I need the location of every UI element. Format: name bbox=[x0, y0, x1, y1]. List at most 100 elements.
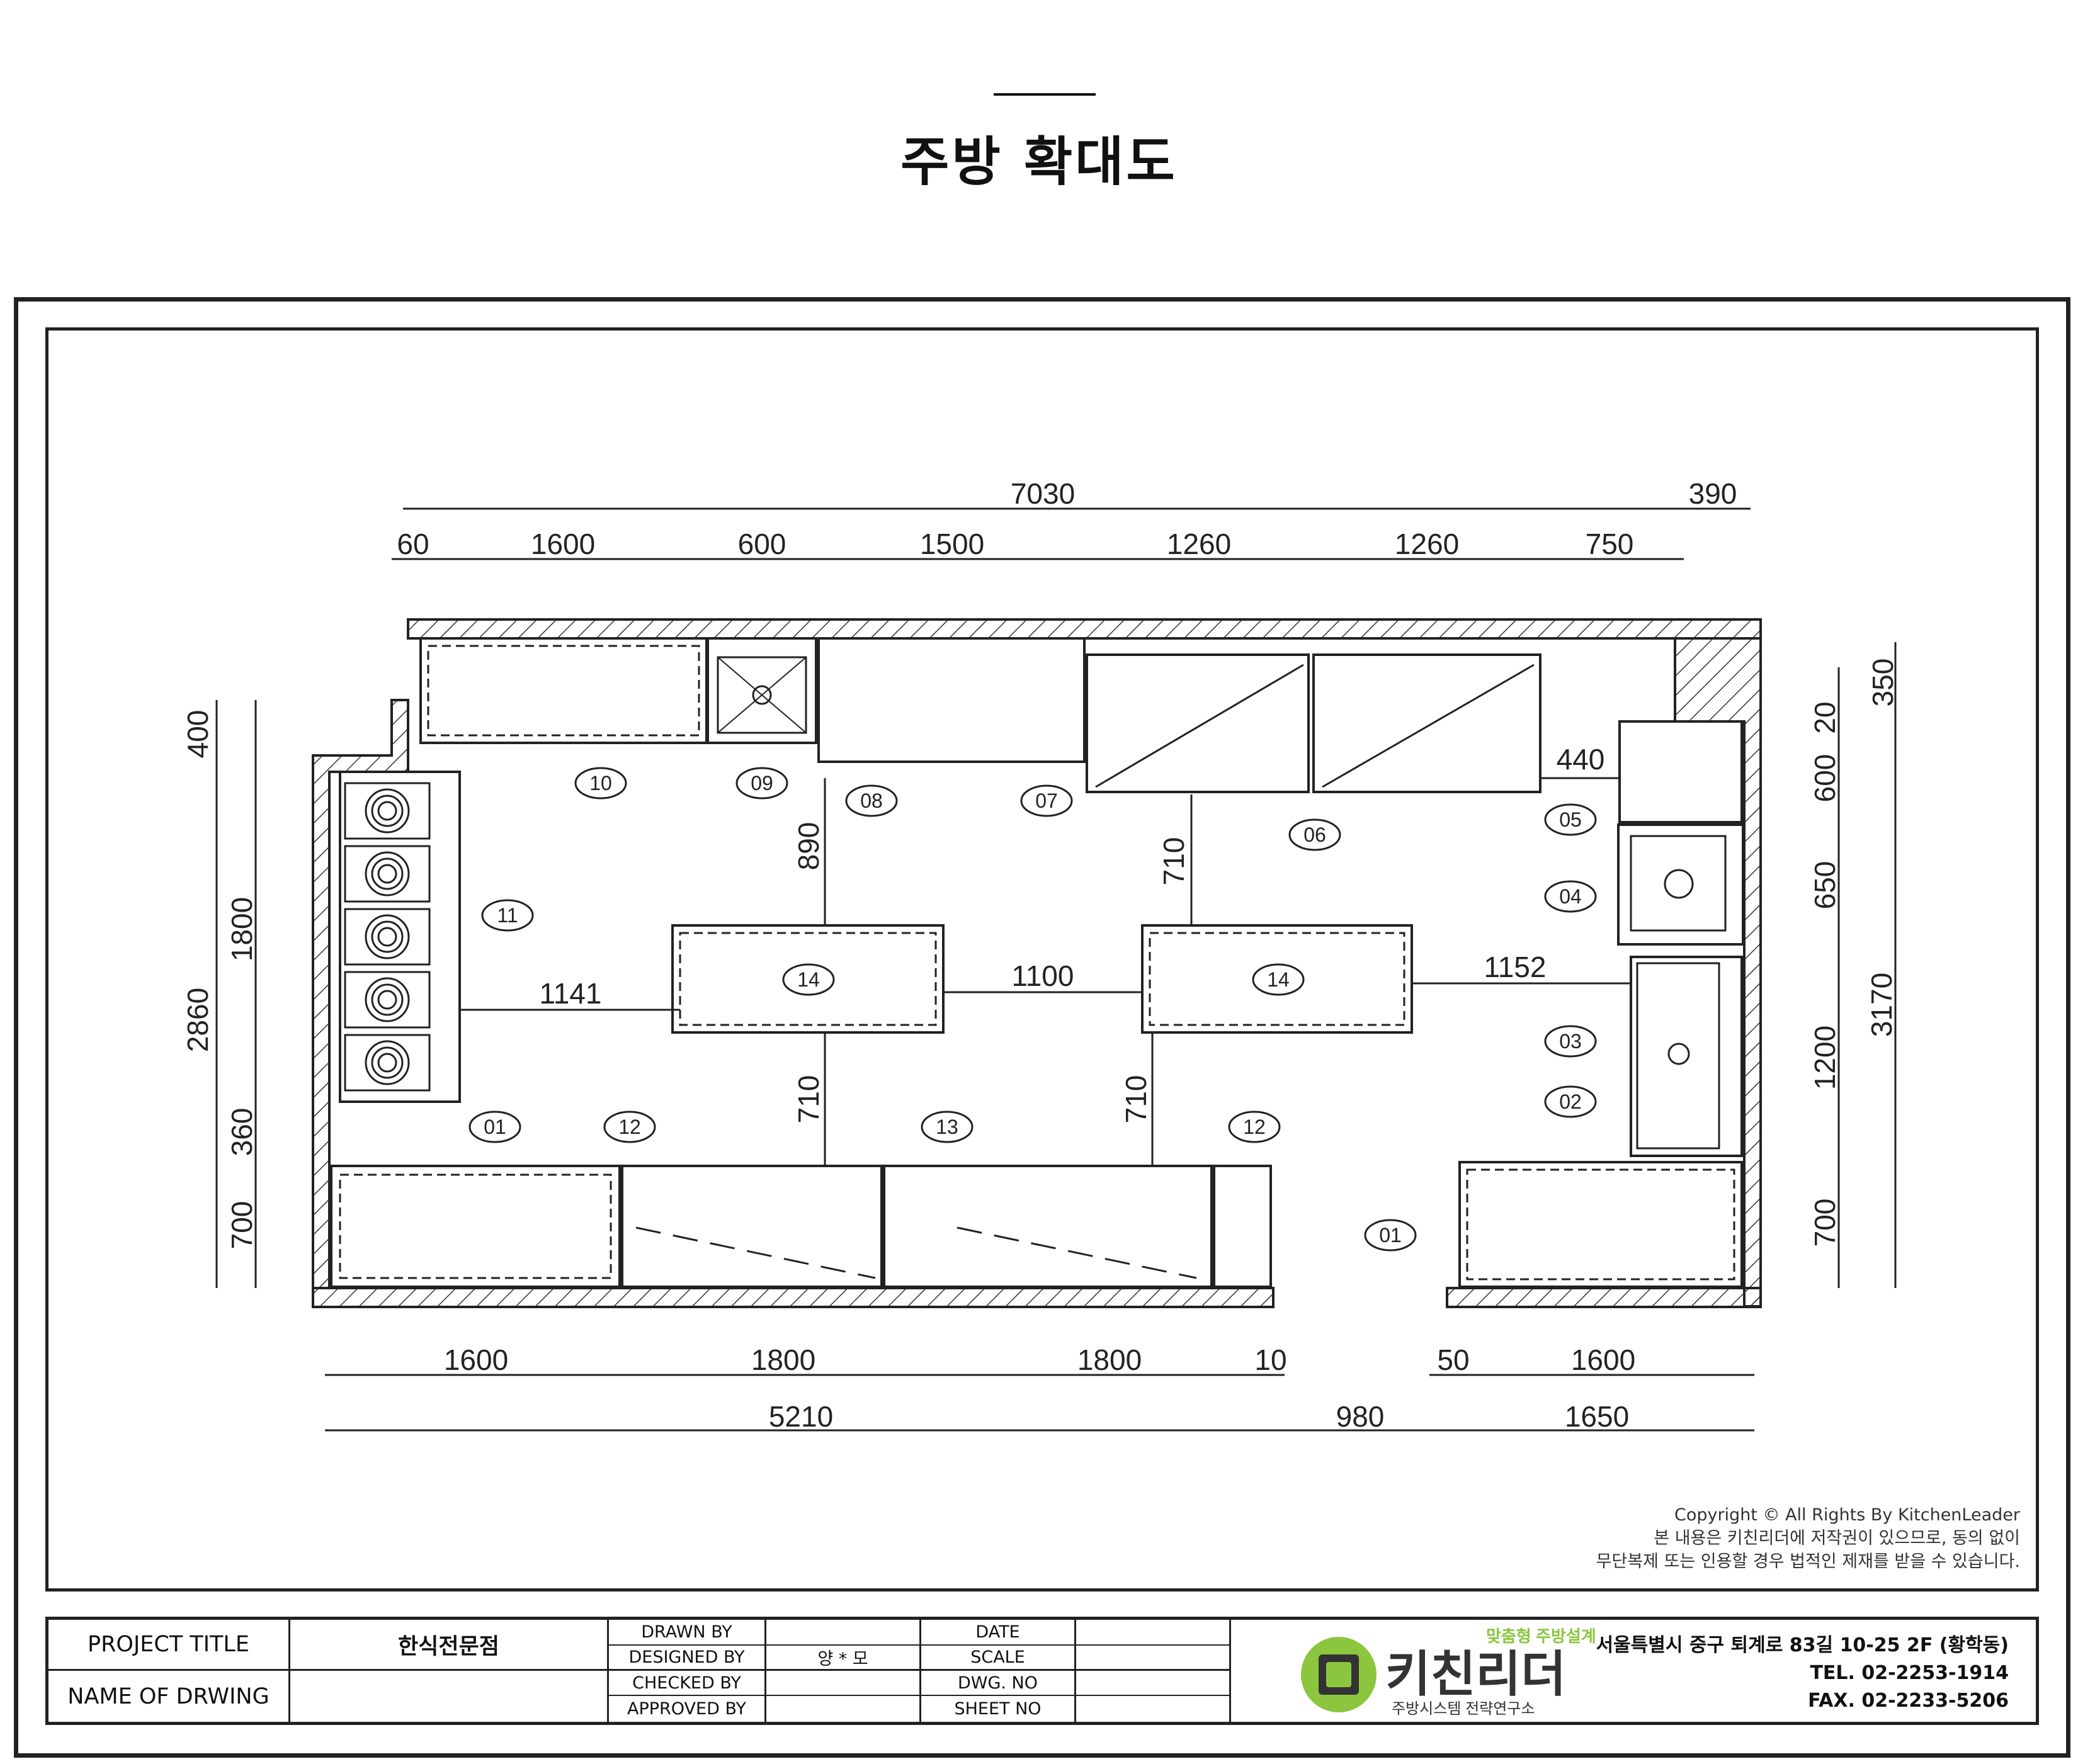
dim-980: 980 bbox=[1336, 1400, 1385, 1433]
dim-50-bottom: 50 bbox=[1437, 1343, 1469, 1376]
dim-400-left: 400 bbox=[181, 710, 214, 759]
equipment-tag-bubble bbox=[1544, 1085, 1597, 1118]
equip-06-fridge-a bbox=[1086, 653, 1310, 793]
burner-ring-icon bbox=[377, 990, 397, 1010]
equip-05-table bbox=[1618, 720, 1743, 823]
equip-01-worktable-left bbox=[330, 1165, 621, 1288]
burner-ring-icon bbox=[371, 920, 404, 953]
logo-wordmark: 키친리더 bbox=[1385, 1646, 1566, 1702]
equipment-tag-label: 14 bbox=[1267, 968, 1290, 991]
burner-unit bbox=[344, 971, 431, 1029]
wall-bottom-left bbox=[312, 1287, 1275, 1308]
dim-1800-bottom-b: 1800 bbox=[1077, 1343, 1142, 1376]
drawn-by-label: DRAWN BY bbox=[609, 1620, 766, 1646]
project-title-label: PROJECT TITLE bbox=[48, 1620, 290, 1671]
equipment-tag-bubble bbox=[1544, 803, 1597, 836]
equipment-tag-label: 13 bbox=[936, 1116, 958, 1138]
burner-ring-icon bbox=[365, 914, 410, 959]
dim-60: 60 bbox=[397, 528, 429, 560]
burner-unit bbox=[344, 782, 431, 840]
burner-ring-icon bbox=[377, 1053, 397, 1073]
dim-10-bottom: 10 bbox=[1254, 1343, 1286, 1376]
company-address: 서울특별시 중구 퇴계로 83길 10-25 2F (황학동) bbox=[1596, 1634, 2009, 1656]
sheet-no-value bbox=[1076, 1696, 1231, 1722]
equip-12-fridge-c bbox=[1213, 1165, 1272, 1288]
equipment-tag-bubble bbox=[1544, 880, 1597, 913]
dim-2860-left: 2860 bbox=[181, 988, 214, 1052]
page-title: 주방 확대도 bbox=[900, 131, 1178, 193]
checked-by-label: CHECKED BY bbox=[609, 1671, 766, 1696]
burner-ring-icon bbox=[377, 927, 397, 947]
dim-360-left: 360 bbox=[225, 1108, 258, 1156]
burner-ring-icon bbox=[371, 857, 404, 890]
dim-440: 440 bbox=[1557, 743, 1605, 776]
equip-14-island-b bbox=[1141, 924, 1413, 1034]
burner-unit bbox=[344, 908, 431, 966]
equip-08-07-table-fridge bbox=[817, 637, 1086, 763]
logo-subtitle: 주방시스템 전략연구소 bbox=[1392, 1700, 1535, 1717]
wall-top bbox=[407, 618, 1762, 640]
equipment-tag-bubble bbox=[481, 899, 534, 932]
equip-13-fridge-b bbox=[883, 1165, 1213, 1288]
approved-by-label: APPROVED BY bbox=[609, 1696, 766, 1722]
equipment-tag-label: 10 bbox=[589, 772, 612, 794]
company-logo: 맞춤형 주방설계 키친리더 주방시스템 전략연구소 bbox=[1301, 1627, 1596, 1717]
drawing-frame bbox=[45, 327, 2039, 1592]
dim-600-top: 600 bbox=[738, 528, 786, 560]
equipment-tag-label: 02 bbox=[1559, 1090, 1582, 1113]
designed-by-value: 양 * 모 bbox=[766, 1646, 921, 1671]
dim-1650: 1650 bbox=[1565, 1400, 1629, 1433]
equip-12-fridge-a bbox=[621, 1165, 883, 1288]
dim-1600-bottom-b: 1600 bbox=[1571, 1343, 1635, 1376]
burner-ring-icon bbox=[377, 864, 397, 884]
dim-750: 750 bbox=[1586, 528, 1634, 560]
dim-600-right: 600 bbox=[1808, 754, 1841, 803]
wall-bottom-right bbox=[1446, 1287, 1762, 1308]
copyright-line-3: 무단복제 또는 인용할 경우 법적인 제재를 받을 수 있습니다. bbox=[1596, 1552, 2020, 1571]
equipment-tag-label: 03 bbox=[1559, 1030, 1582, 1053]
wall-right bbox=[1674, 637, 1762, 1308]
equip-06-fridge-b bbox=[1312, 653, 1541, 793]
equipment-tag-label: 04 bbox=[1559, 885, 1582, 908]
dim-5210: 5210 bbox=[769, 1400, 833, 1433]
approved-by-value bbox=[766, 1696, 921, 1722]
equipment-tag-label: 06 bbox=[1303, 823, 1326, 846]
dim-1152: 1152 bbox=[1484, 951, 1547, 983]
dim-1260-b: 1260 bbox=[1395, 528, 1459, 560]
equipment-tag-bubble bbox=[574, 767, 627, 800]
equipment-tag-label: 14 bbox=[797, 968, 820, 991]
equipment-tag-label: 01 bbox=[484, 1116, 506, 1138]
scale-value bbox=[1076, 1646, 1231, 1671]
burner-ring-icon bbox=[365, 851, 410, 896]
dwg-no-value bbox=[1076, 1671, 1231, 1696]
equipment-tag-bubble bbox=[782, 963, 835, 996]
burner-unit bbox=[344, 1034, 431, 1092]
equip-11-range bbox=[339, 771, 461, 1103]
dim-1500-top: 1500 bbox=[920, 528, 984, 560]
equipment-tag-bubble bbox=[1228, 1111, 1281, 1143]
burner-ring-icon bbox=[371, 794, 404, 827]
dim-7030: 7030 bbox=[1011, 477, 1075, 510]
drawn-by-value bbox=[766, 1620, 921, 1646]
equipment-tag-bubble bbox=[1020, 784, 1073, 817]
date-label: DATE bbox=[921, 1620, 1076, 1646]
company-fax: FAX. 02-2233-5206 bbox=[1808, 1690, 2009, 1712]
copyright-notice: Copyright © All Rights By KitchenLeader … bbox=[1596, 1503, 2020, 1573]
outer-frame bbox=[14, 297, 2070, 1758]
equip-02-03-sink bbox=[1630, 956, 1743, 1157]
title-rule bbox=[994, 93, 1096, 96]
scale-label: SCALE bbox=[921, 1646, 1076, 1671]
equipment-tag-label: 07 bbox=[1035, 789, 1058, 812]
equip-01-worktable-right bbox=[1458, 1161, 1743, 1288]
dimension-text: 7030 390 60 1600 600 1500 1260 1260 750 … bbox=[397, 477, 1737, 1433]
burner-ring-icon bbox=[365, 788, 410, 834]
drawing-name-value bbox=[290, 1671, 609, 1722]
dim-1600-top: 1600 bbox=[531, 528, 595, 560]
equipment-tag-bubble bbox=[921, 1111, 974, 1143]
equipment-tag-label: 09 bbox=[751, 772, 773, 794]
dim-710-bottom-b: 710 bbox=[1120, 1075, 1152, 1124]
equipment-tag-label: 08 bbox=[860, 789, 883, 812]
drawing-name-label: NAME OF DRWING bbox=[48, 1671, 290, 1722]
